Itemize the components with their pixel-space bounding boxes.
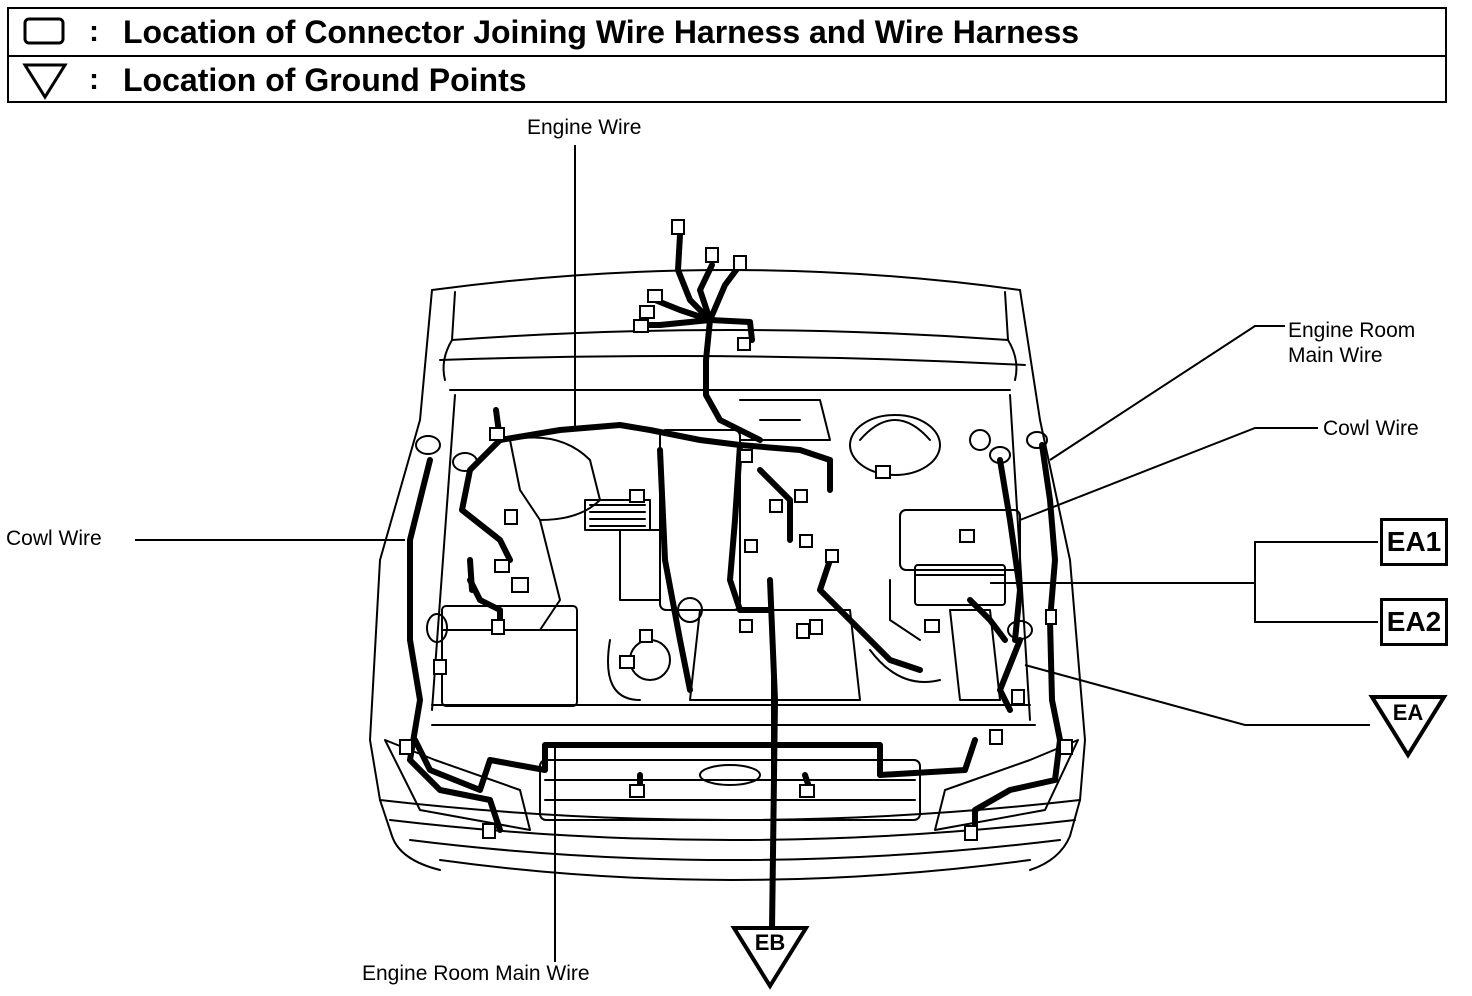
legend-connector-text: Location of Connector Joining Wire Harne… <box>123 13 1080 50</box>
leader-engine-room-main-wire-right <box>1049 325 1285 461</box>
label-engine-wire: Engine Wire <box>527 116 642 139</box>
ground-triangle-icon <box>9 57 89 103</box>
label-cowl-wire-left: Cowl Wire <box>6 527 102 550</box>
legend-connector-row: : Location of Connector Joining Wire Har… <box>9 9 1445 57</box>
label-cowl-wire-right: Cowl Wire <box>1323 417 1419 440</box>
legend-ground-text: Location of Ground Points <box>123 61 527 98</box>
connector-code-ea2: EA2 <box>1380 598 1448 646</box>
ground-code-eb: EB <box>754 930 786 955</box>
legend-colon: : <box>89 15 99 48</box>
ground-code-ea: EA <box>1392 700 1424 725</box>
ground-eb-icon <box>730 926 810 990</box>
connector-square-icon <box>9 9 89 55</box>
label-engine-room-main-wire-bottom: Engine Room Main Wire <box>362 962 590 985</box>
legend-colon: : <box>89 63 99 96</box>
legend: : Location of Connector Joining Wire Har… <box>7 7 1447 103</box>
ground-ea-icon <box>1368 695 1448 759</box>
legend-ground-row: : Location of Ground Points <box>9 57 1445 103</box>
leader-ea1-ea2 <box>990 541 1378 623</box>
leader-ea <box>1024 664 1370 726</box>
leader-cowl-wire-right <box>1019 427 1318 521</box>
label-engine-room-main-wire-right: Engine Room Main Wire <box>1288 319 1416 368</box>
connector-code-ea1: EA1 <box>1380 518 1448 566</box>
